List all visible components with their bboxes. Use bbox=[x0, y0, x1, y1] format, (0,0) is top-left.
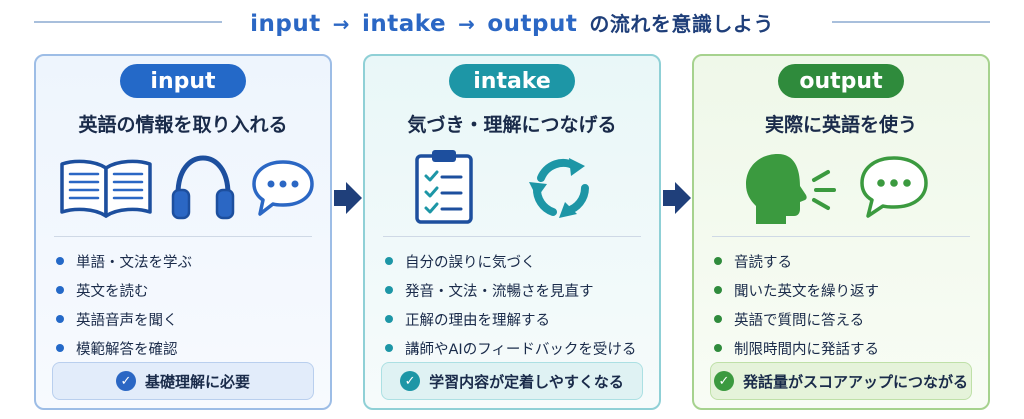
list-item-text: 英語で質問に答える bbox=[734, 312, 865, 329]
checklist-clipboard-icon bbox=[415, 150, 473, 224]
bullet-dot bbox=[714, 315, 722, 323]
list-item-text: 講師やAIのフィードバックを受ける bbox=[405, 341, 637, 358]
output-icon-row bbox=[694, 148, 988, 228]
bullet-dot bbox=[385, 257, 393, 265]
input-list: 単語・文法を学ぶ 英文を読む 英語音声を聞く 模範解答を確認 bbox=[56, 248, 192, 364]
list-item: 発音・文法・流暢さを見直す bbox=[385, 277, 636, 303]
speech-bubble-icon bbox=[860, 156, 928, 218]
title-keyword-intake: intake bbox=[362, 10, 447, 37]
bullet-dot bbox=[714, 286, 722, 294]
input-badge: ✓ 基礎理解に必要 bbox=[52, 362, 314, 400]
input-divider bbox=[54, 236, 312, 237]
input-panel: input 英語の情報を取り入れる 単語・文法を学ぶ 英文を読む 英語音声を bbox=[34, 54, 332, 410]
bullet-dot bbox=[56, 286, 64, 294]
check-circle-icon: ✓ bbox=[400, 371, 421, 391]
list-item-text: 自分の誤りに気づく bbox=[405, 254, 536, 271]
check-circle-icon: ✓ bbox=[115, 371, 136, 391]
list-item-text: 聞いた英文を繰り返す bbox=[734, 283, 879, 300]
list-item: 聞いた英文を繰り返す bbox=[714, 277, 879, 303]
speaking-head-icon bbox=[746, 154, 836, 224]
bullet-dot bbox=[714, 257, 722, 265]
list-item-text: 英文を読む bbox=[76, 283, 149, 300]
input-subtitle: 英語の情報を取り入れる bbox=[78, 114, 288, 136]
title-divider-right bbox=[832, 21, 990, 23]
title-text: input → intake → output の流れを意識しよう bbox=[250, 8, 774, 37]
flow-arrow-2-icon bbox=[663, 182, 691, 214]
intake-subtitle: 気づき・理解につなげる bbox=[407, 114, 617, 136]
input-label-pill: input bbox=[120, 64, 246, 98]
input-icon-row bbox=[36, 148, 330, 228]
output-badge-text: 発話量がスコアアップにつながる bbox=[742, 372, 968, 391]
title-suffix: の流れを意識しよう bbox=[589, 11, 774, 36]
title-keyword-output: output bbox=[487, 10, 578, 37]
flow-arrow-1-icon bbox=[334, 182, 362, 214]
list-item: 英文を読む bbox=[56, 277, 192, 303]
output-panel: output 実際に英語を使う 音読する 聞いた英文を繰り返す 英語で質問に答え… bbox=[692, 54, 990, 410]
bullet-dot bbox=[385, 344, 393, 352]
list-item: 制限時間内に発話する bbox=[714, 335, 879, 361]
list-item-text: 音読する bbox=[734, 254, 792, 271]
title-divider-left bbox=[34, 21, 222, 23]
bullet-dot bbox=[56, 315, 64, 323]
output-divider bbox=[712, 236, 970, 237]
bullet-dot bbox=[385, 286, 393, 294]
page-title: input → intake → output の流れを意識しよう bbox=[0, 0, 1024, 44]
bullet-dot bbox=[56, 257, 64, 265]
intake-list: 自分の誤りに気づく 発音・文法・流暢さを見直す 正解の理由を理解する 講師やAI… bbox=[385, 248, 636, 364]
output-list: 音読する 聞いた英文を繰り返す 英語で質問に答える 制限時間内に発話する bbox=[714, 248, 879, 364]
output-label-pill: output bbox=[778, 64, 904, 98]
bullet-dot bbox=[714, 344, 722, 352]
title-arrow-2: → bbox=[458, 11, 476, 36]
list-item-text: 制限時間内に発話する bbox=[734, 341, 879, 358]
list-item: 英語音声を聞く bbox=[56, 306, 192, 332]
list-item: 講師やAIのフィードバックを受ける bbox=[385, 335, 636, 361]
intake-badge: ✓ 学習内容が定着しやすくなる bbox=[381, 362, 643, 400]
list-item: 正解の理由を理解する bbox=[385, 306, 636, 332]
cycle-arrows-icon bbox=[529, 158, 589, 218]
check-circle-icon: ✓ bbox=[713, 371, 734, 391]
open-book-icon bbox=[60, 159, 152, 218]
list-item-text: 単語・文法を学ぶ bbox=[76, 254, 192, 271]
list-item-text: 正解の理由を理解する bbox=[405, 312, 550, 329]
intake-icon-row bbox=[365, 148, 659, 228]
intake-panel: intake 気づき・理解につなげる 自分の誤りに気づく 発音・文法・流 bbox=[363, 54, 661, 410]
output-badge: ✓ 発話量がスコアアップにつながる bbox=[710, 362, 972, 400]
bullet-dot bbox=[56, 344, 64, 352]
input-badge-text: 基礎理解に必要 bbox=[144, 372, 250, 391]
intake-badge-text: 学習内容が定着しやすくなる bbox=[429, 372, 624, 391]
speech-bubble-icon bbox=[252, 160, 314, 216]
list-item-text: 模範解答を確認 bbox=[76, 341, 178, 358]
output-subtitle: 実際に英語を使う bbox=[764, 114, 917, 136]
title-arrow-1: → bbox=[332, 11, 350, 36]
list-item-text: 英語音声を聞く bbox=[76, 312, 178, 329]
headphones-icon bbox=[171, 155, 235, 220]
list-item: 模範解答を確認 bbox=[56, 335, 192, 361]
list-item: 英語で質問に答える bbox=[714, 306, 879, 332]
list-item: 音読する bbox=[714, 248, 879, 274]
intake-label-pill: intake bbox=[449, 64, 575, 98]
bullet-dot bbox=[385, 315, 393, 323]
list-item-text: 発音・文法・流暢さを見直す bbox=[405, 283, 594, 300]
title-keyword-input: input bbox=[250, 10, 321, 37]
intake-divider bbox=[383, 236, 641, 237]
list-item: 自分の誤りに気づく bbox=[385, 248, 636, 274]
list-item: 単語・文法を学ぶ bbox=[56, 248, 192, 274]
